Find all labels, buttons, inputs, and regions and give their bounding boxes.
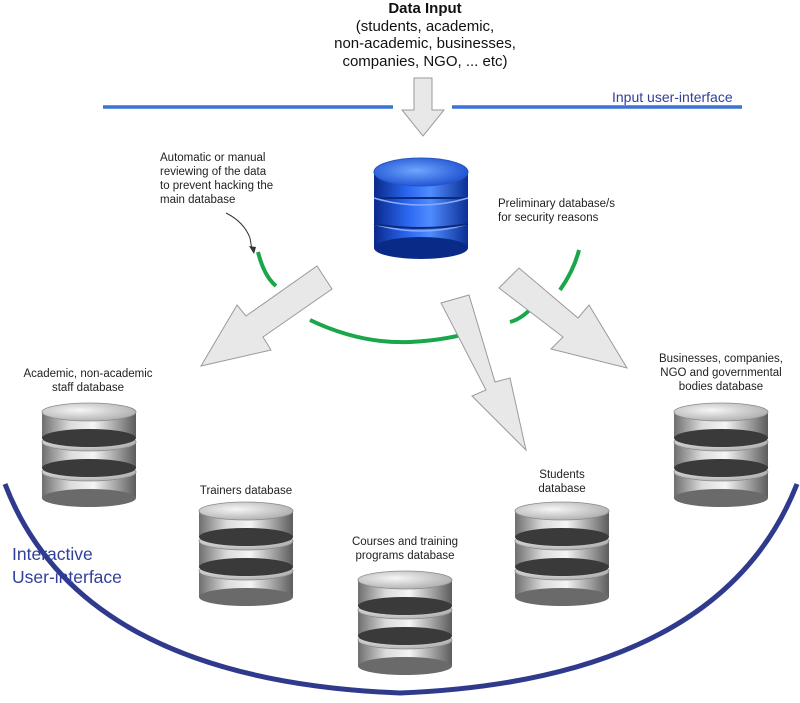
preliminary-database-label-line: for security reasons	[498, 212, 599, 224]
trainers-database-label: Trainers database	[176, 484, 316, 498]
review-note-line: Automatic or manual	[160, 152, 266, 164]
data-input-subtitle-line: companies, NGO, ... etc)	[342, 52, 508, 70]
trainers-database-icon	[198, 501, 294, 607]
input-arrow	[400, 77, 446, 137]
businesses-database-icon	[673, 402, 769, 508]
arrow-to-academic	[199, 265, 333, 367]
arrow-to-businesses	[498, 267, 629, 369]
data-input-subtitle-line: (students, academic,	[355, 17, 495, 35]
preliminary-database-label-line: Preliminary database/s	[498, 198, 615, 210]
arrow-to-students	[440, 294, 527, 452]
businesses-database-label: Businesses, companies, NGO and governmen…	[642, 352, 800, 394]
trainers-database-label-line: Trainers database	[199, 485, 293, 497]
students-database-label-line: database	[538, 483, 586, 495]
courses-database-icon	[357, 570, 453, 676]
review-note-line: to prevent hacking the	[160, 180, 274, 192]
preliminary-database-icon	[373, 157, 469, 259]
review-note-line: reviewing of the data	[160, 166, 267, 178]
data-input-subtitle-line: non-academic, businesses,	[334, 35, 516, 52]
academic-database-label-line: staff database	[51, 382, 125, 394]
review-note-line: main database	[160, 194, 236, 206]
students-database-label: Students database	[502, 468, 622, 496]
courses-database-label-line: programs database	[355, 550, 455, 562]
data-input-title: Data Input	[388, 0, 462, 17]
input-interface-label: Input user-interface	[612, 89, 733, 105]
interactive-interface-arc	[2, 483, 800, 696]
review-pointer-head	[249, 246, 256, 254]
academic-database-label-line: Academic, non-academic	[23, 368, 153, 380]
review-pointer	[225, 212, 253, 251]
academic-database-label: Academic, non-academic staff database	[8, 367, 168, 395]
interactive-interface-label: Interactive User-interface	[12, 543, 122, 589]
courses-database-label: Courses and training programs database	[330, 535, 480, 563]
courses-database-label-line: Courses and training	[351, 536, 459, 548]
students-database-label-line: Students	[539, 469, 585, 481]
interactive-interface-line: Interactive	[12, 544, 93, 564]
interactive-interface-line: User-interface	[12, 567, 122, 587]
academic-database-icon	[41, 402, 137, 508]
preliminary-database-label: Preliminary database/s for security reas…	[498, 197, 615, 225]
businesses-database-label-line: Businesses, companies,	[658, 353, 783, 365]
data-input-title-block: Data Input (students, academic, non-acad…	[300, 0, 550, 70]
businesses-database-label-line: bodies database	[678, 381, 764, 393]
businesses-database-label-line: NGO and governmental	[660, 367, 782, 379]
review-note: Automatic or manual reviewing of the dat…	[160, 151, 273, 207]
students-database-icon	[514, 501, 610, 607]
